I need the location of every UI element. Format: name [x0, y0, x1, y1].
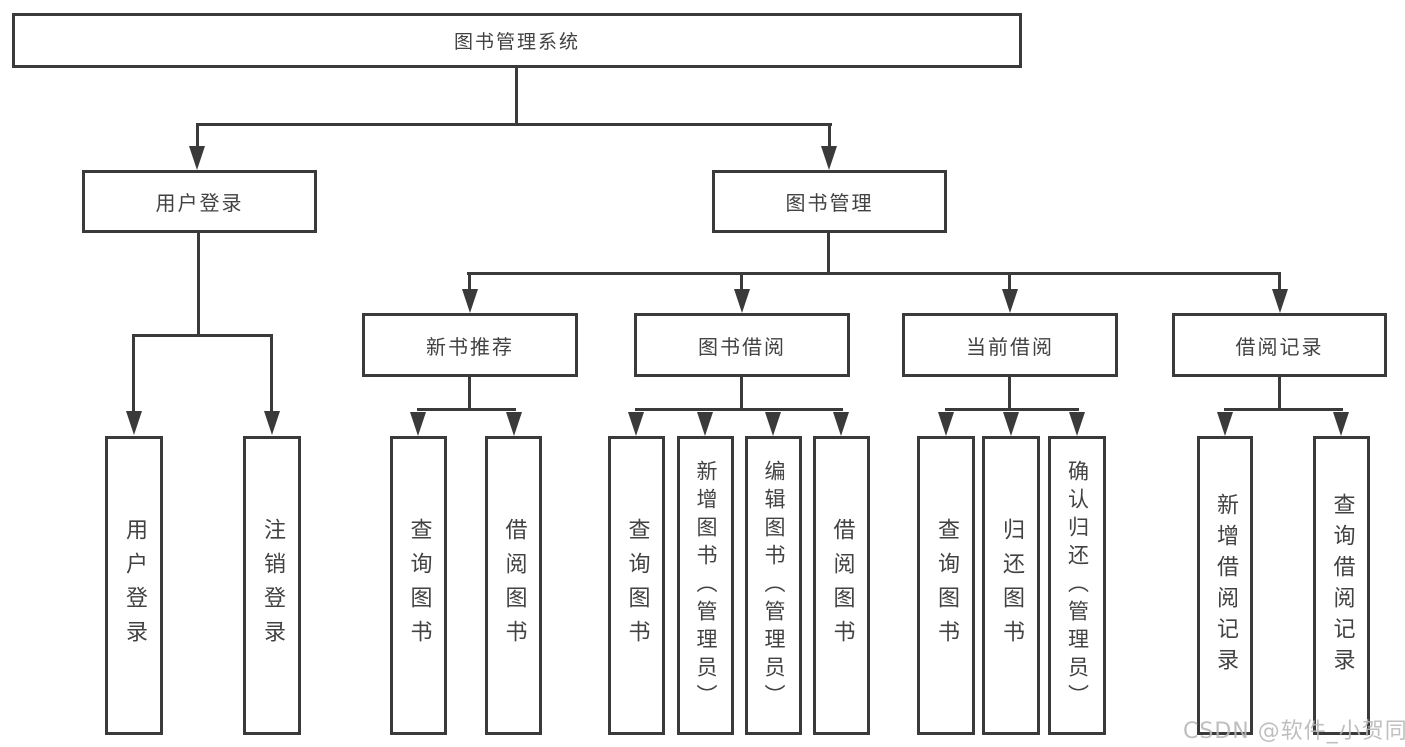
- node-label: 用户登录: [155, 191, 244, 215]
- connector-span: [945, 408, 1079, 411]
- node-borrowing-records: 借阅记录: [1172, 313, 1387, 377]
- connector-span: [635, 408, 843, 411]
- arrowhead-down: [1272, 289, 1288, 313]
- node-label: 查询借阅记录: [1329, 492, 1355, 679]
- arrowhead-down: [189, 146, 205, 170]
- connector-trunk: [1278, 377, 1281, 411]
- node-label: 编辑图书（管理员）: [762, 459, 786, 712]
- connector-trunk: [827, 233, 830, 275]
- connector-stub: [1008, 272, 1011, 291]
- arrowhead-down: [734, 289, 750, 313]
- connector-stub: [196, 123, 199, 149]
- node-label: 归还图书: [999, 517, 1024, 654]
- connector-root-span: [196, 123, 832, 126]
- node-label: 借阅图书: [501, 517, 527, 654]
- arrowhead-down: [821, 146, 837, 170]
- connector-trunk: [740, 377, 743, 411]
- connector-stub: [132, 334, 135, 413]
- connector-stub: [828, 123, 831, 149]
- node-label: 查询图书: [934, 517, 959, 654]
- node-label: 借阅图书: [829, 517, 855, 654]
- connector-stub: [740, 272, 743, 291]
- node-label: 注销登录: [260, 517, 285, 654]
- node-library-system: 图书管理系统: [12, 13, 1022, 68]
- node-label: 借阅记录: [1235, 334, 1324, 359]
- node-label: 确认归还（管理员）: [1065, 459, 1090, 712]
- node-book-borrowing: 图书借阅: [634, 313, 850, 377]
- connector-trunk: [1008, 377, 1011, 411]
- arrowhead-down: [126, 411, 142, 435]
- arrowhead-down: [1333, 412, 1349, 436]
- node-label: 查询图书: [406, 517, 432, 654]
- leaf-user-login: 用户登录: [105, 436, 163, 735]
- arrowhead-down: [765, 412, 781, 436]
- node-user-login: 用户登录: [82, 170, 317, 233]
- arrowhead-down: [628, 412, 644, 436]
- connector-trunk: [197, 233, 200, 337]
- leaf-search-books-current: 查询图书: [917, 436, 975, 735]
- connector-span: [417, 408, 516, 411]
- leaf-return-books: 归还图书: [982, 436, 1040, 735]
- arrowhead-down: [1002, 289, 1018, 313]
- leaf-add-books-admin: 新增图书（管理员）: [677, 436, 734, 735]
- connector-stub: [270, 334, 273, 413]
- arrowhead-down: [1217, 412, 1233, 436]
- node-label: 图书管理系统: [453, 31, 580, 53]
- connector-span: [467, 272, 1281, 275]
- leaf-borrow-books-recommend: 借阅图书: [485, 436, 542, 735]
- leaf-confirm-return-admin: 确认归还（管理员）: [1048, 436, 1106, 735]
- arrowhead-down: [1069, 412, 1085, 436]
- connector-root-trunk: [515, 68, 518, 126]
- node-label: 新增借阅记录: [1213, 492, 1238, 679]
- node-label: 图书借阅: [698, 334, 786, 359]
- arrowhead-down: [462, 289, 478, 313]
- connector-stub: [1278, 272, 1281, 291]
- node-label: 当前借阅: [966, 334, 1054, 359]
- leaf-search-borrow-record: 查询借阅记录: [1313, 436, 1370, 735]
- connector-span: [132, 334, 273, 337]
- arrowhead-down: [506, 412, 522, 436]
- connector-trunk: [468, 377, 471, 411]
- node-label: 新增图书（管理员）: [694, 459, 718, 712]
- arrowhead-down: [410, 412, 426, 436]
- node-new-book-recommend: 新书推荐: [362, 313, 578, 377]
- leaf-search-books-recommend: 查询图书: [390, 436, 447, 735]
- connector-stub: [468, 272, 471, 291]
- leaf-borrow-books-borrowing: 借阅图书: [813, 436, 870, 735]
- node-label: 新书推荐: [426, 334, 514, 359]
- arrowhead-down: [697, 412, 713, 436]
- leaf-add-borrow-record: 新增借阅记录: [1197, 436, 1253, 735]
- node-label: 用户登录: [122, 517, 147, 654]
- arrowhead-down: [938, 412, 954, 436]
- arrowhead-down: [264, 411, 280, 435]
- leaf-search-books-borrowing: 查询图书: [608, 436, 665, 735]
- leaf-edit-books-admin: 编辑图书（管理员）: [745, 436, 802, 735]
- leaf-logout-login: 注销登录: [243, 436, 301, 735]
- arrowhead-down: [833, 412, 849, 436]
- node-label: 查询图书: [624, 517, 650, 654]
- node-label: 图书管理: [785, 191, 874, 215]
- csdn-watermark: CSDN @软件_小贺同学: [1183, 719, 1405, 744]
- connector-span: [1224, 408, 1343, 411]
- node-book-management: 图书管理: [712, 170, 947, 233]
- arrowhead-down: [1003, 412, 1019, 436]
- node-current-borrowing: 当前借阅: [902, 313, 1118, 377]
